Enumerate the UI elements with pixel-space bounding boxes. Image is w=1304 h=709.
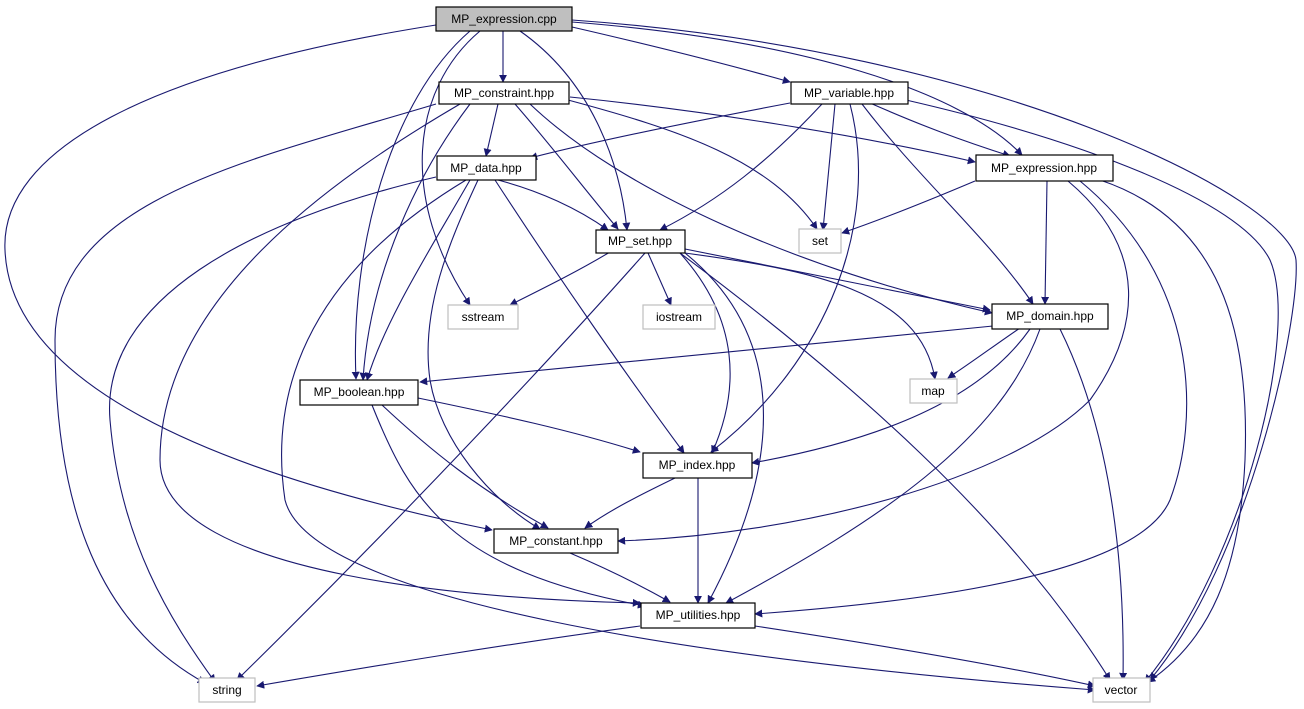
node-mp-constant-hpp[interactable]: MP_constant.hpp bbox=[493, 528, 619, 554]
edge-expr-cpp-vector bbox=[571, 19, 1297, 681]
edge-data-index bbox=[494, 179, 685, 454]
node-sstream[interactable]: sstream bbox=[447, 304, 519, 330]
node-label: MP_expression.cpp bbox=[451, 12, 557, 26]
edge-constraint-data bbox=[483, 103, 499, 157]
edge-expression-set bbox=[841, 180, 976, 235]
node-label: MP_variable.hpp bbox=[804, 86, 894, 100]
edge-constraint-string bbox=[54, 103, 437, 684]
edge-expr-cpp-sstream bbox=[421, 30, 481, 306]
node-vector[interactable]: vector bbox=[1092, 677, 1151, 703]
node-mp-boolean-hpp[interactable]: MP_boolean.hpp bbox=[299, 379, 419, 406]
edge-mpset-domain bbox=[684, 248, 991, 313]
edge-expr-cpp-variable bbox=[571, 26, 791, 84]
node-label: MP_constraint.hpp bbox=[454, 86, 554, 100]
node-map[interactable]: map bbox=[909, 378, 958, 404]
edge-data-string bbox=[109, 176, 437, 683]
edge-constraint-utilities bbox=[159, 103, 641, 607]
edge-variable-mpset bbox=[659, 103, 823, 231]
edge-utilities-vector bbox=[754, 625, 1096, 689]
node-mp-expression-cpp[interactable]: MP_expression.cpp bbox=[435, 6, 573, 32]
node-label: MP_domain.hpp bbox=[1006, 309, 1094, 323]
edge-mpset-iostream bbox=[647, 252, 672, 306]
edge-mpset-string bbox=[236, 252, 646, 681]
edge-domain-map bbox=[947, 327, 1021, 379]
edge-mpset-utilities bbox=[684, 252, 764, 604]
node-mp-expression-hpp[interactable]: MP_expression.hpp bbox=[975, 154, 1114, 182]
node-label: MP_utilities.hpp bbox=[656, 608, 741, 622]
node-mp-index-hpp[interactable]: MP_index.hpp bbox=[642, 452, 753, 479]
edge-variable-vector bbox=[905, 99, 1279, 683]
node-string[interactable]: string bbox=[198, 677, 256, 703]
edge-expr-cpp-boolean bbox=[351, 30, 471, 380]
edge-domain-index bbox=[751, 328, 1031, 466]
edge-mpset-map bbox=[684, 252, 938, 380]
edge-variable-expression bbox=[869, 102, 1011, 158]
node-label: MP_constant.hpp bbox=[509, 534, 603, 548]
edges bbox=[4, 19, 1297, 694]
edge-data-constant bbox=[427, 179, 541, 530]
node-label: map bbox=[921, 384, 945, 398]
edge-expr-cpp-constant bbox=[4, 24, 493, 533]
node-label: MP_set.hpp bbox=[608, 234, 672, 248]
edge-boolean-constant bbox=[381, 404, 549, 529]
edge-boolean-utilities bbox=[371, 404, 646, 609]
node-mp-variable-hpp[interactable]: MP_variable.hpp bbox=[790, 81, 909, 105]
node-label: MP_data.hpp bbox=[450, 161, 522, 175]
edge-data-boolean bbox=[365, 179, 471, 381]
node-label: iostream bbox=[656, 310, 702, 324]
edge-domain-boolean bbox=[419, 325, 994, 386]
edge-variable-data bbox=[529, 102, 791, 161]
edge-data-mpset bbox=[489, 177, 609, 231]
node-label: MP_expression.hpp bbox=[991, 161, 1097, 175]
node-set[interactable]: set bbox=[798, 228, 842, 254]
node-label: MP_boolean.hpp bbox=[314, 385, 405, 399]
edge-variable-domain bbox=[861, 103, 1034, 305]
edge-constraint-mpset bbox=[514, 103, 619, 230]
node-label: vector bbox=[1105, 683, 1138, 697]
edge-constraint-expression bbox=[569, 96, 976, 165]
edge-variable-set bbox=[819, 103, 836, 231]
edge-expr-cpp-expression bbox=[571, 21, 1023, 156]
node-mp-constraint-hpp[interactable]: MP_constraint.hpp bbox=[438, 81, 570, 105]
node-label: sstream bbox=[462, 310, 505, 324]
edge-domain-utilities bbox=[725, 328, 1041, 604]
edge-constraint-set bbox=[567, 99, 818, 230]
edge-variable-index bbox=[710, 103, 860, 453]
edge-expression-vector bbox=[1099, 179, 1247, 683]
edge-expression-constant bbox=[617, 180, 1130, 545]
node-mp-utilities-hpp[interactable]: MP_utilities.hpp bbox=[640, 602, 756, 629]
nodes: MP_expression.cpp MP_constraint.hpp MP_v… bbox=[198, 6, 1151, 703]
edge-expression-domain bbox=[1041, 180, 1050, 305]
edge-boolean-index bbox=[417, 397, 641, 454]
node-label: set bbox=[812, 234, 829, 248]
node-iostream[interactable]: iostream bbox=[642, 304, 716, 330]
edge-mpset-index bbox=[679, 252, 731, 454]
node-mp-data-hpp[interactable]: MP_data.hpp bbox=[436, 155, 537, 181]
edge-mpset-sstream bbox=[509, 251, 611, 306]
edge-data-vector bbox=[281, 179, 1096, 694]
edge-utilities-string bbox=[256, 625, 641, 689]
edge-constraint-boolean bbox=[359, 103, 471, 381]
node-label: MP_index.hpp bbox=[659, 458, 736, 472]
edge-expr-cpp-mpset bbox=[519, 30, 631, 231]
edge-constant-utilities bbox=[569, 552, 671, 603]
edge-mpset-vector bbox=[679, 252, 1111, 681]
edge-index-constant bbox=[584, 477, 676, 529]
edge-domain-vector bbox=[1059, 328, 1128, 681]
node-label: string bbox=[212, 683, 241, 697]
node-mp-domain-hpp[interactable]: MP_domain.hpp bbox=[991, 303, 1109, 330]
node-mp-set-hpp[interactable]: MP_set.hpp bbox=[595, 229, 686, 254]
edge-expression-utilities bbox=[754, 180, 1188, 618]
edge-constraint-domain bbox=[529, 103, 993, 316]
